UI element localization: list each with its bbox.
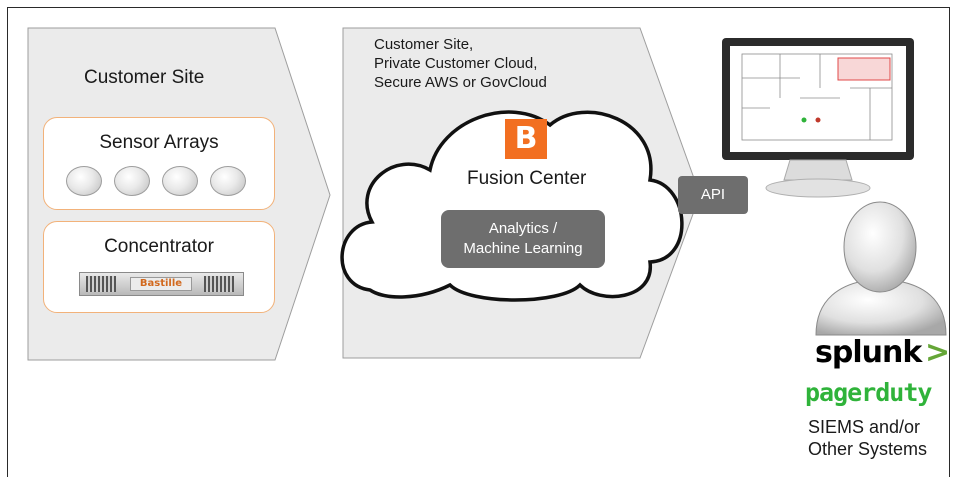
- siems-label: SIEMS and/or Other Systems: [808, 417, 928, 459]
- sensor-arrays-card: Sensor Arrays: [43, 117, 275, 210]
- sensor-icon: [210, 166, 246, 196]
- sensor-icon: [114, 166, 150, 196]
- splunk-chevron-mark: >: [925, 335, 951, 370]
- bastille-logo: B: [505, 119, 547, 159]
- concentrator-title: Concentrator: [104, 236, 214, 257]
- user-icon: [815, 201, 947, 336]
- server-brand-plate: Bastille: [130, 277, 192, 291]
- analytics-box: Analytics / Machine Learning: [441, 210, 605, 268]
- server-icon: Bastille: [79, 272, 244, 296]
- cloud-site-heading: Customer Site, Private Customer Cloud, S…: [374, 36, 547, 91]
- server-vent: [204, 276, 234, 292]
- fusion-center-label: Fusion Center: [467, 168, 587, 189]
- sensor-arrays-title: Sensor Arrays: [99, 132, 219, 153]
- monitor-icon: [722, 38, 914, 198]
- concentrator-card: Concentrator Bastille: [43, 221, 275, 313]
- pagerduty-logo: pagerduty: [805, 378, 932, 407]
- customer-site-title: Customer Site: [84, 67, 205, 88]
- sensor-icon: [162, 166, 198, 196]
- server-vent: [86, 276, 116, 292]
- sensor-icon: [66, 166, 102, 196]
- diagram-frame: [7, 7, 950, 477]
- splunk-logo: splunk: [815, 335, 922, 370]
- api-box: API: [678, 176, 748, 214]
